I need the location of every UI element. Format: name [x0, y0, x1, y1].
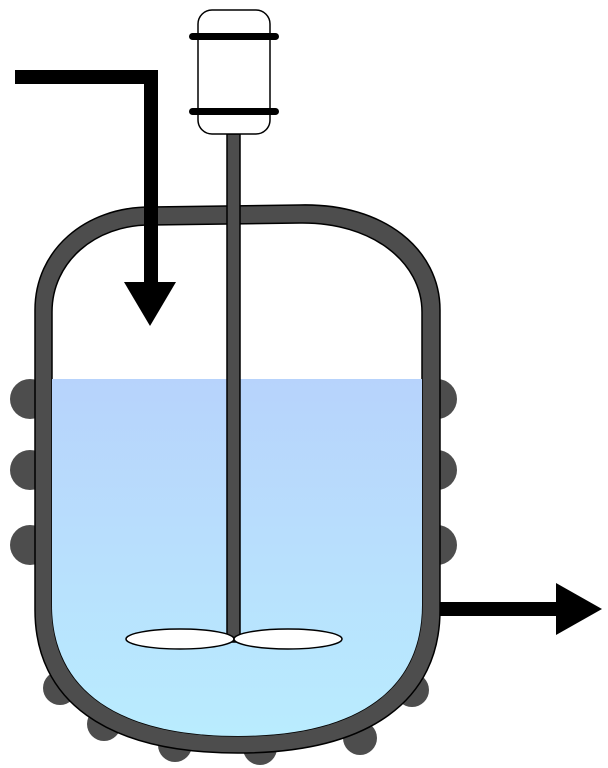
impeller — [125, 628, 343, 650]
impeller-blade-right — [233, 628, 343, 650]
inlet-arrowhead — [124, 282, 176, 326]
impeller-blade-left — [125, 628, 235, 650]
outlet-arrowhead — [556, 583, 602, 635]
motor-band-bottom — [189, 108, 279, 115]
outlet-arrow — [440, 583, 602, 635]
motor — [189, 9, 279, 135]
motor-housing — [197, 9, 271, 135]
motor-band-top — [189, 33, 279, 40]
inlet-arrow — [15, 70, 176, 326]
agitator-shaft — [226, 133, 241, 643]
